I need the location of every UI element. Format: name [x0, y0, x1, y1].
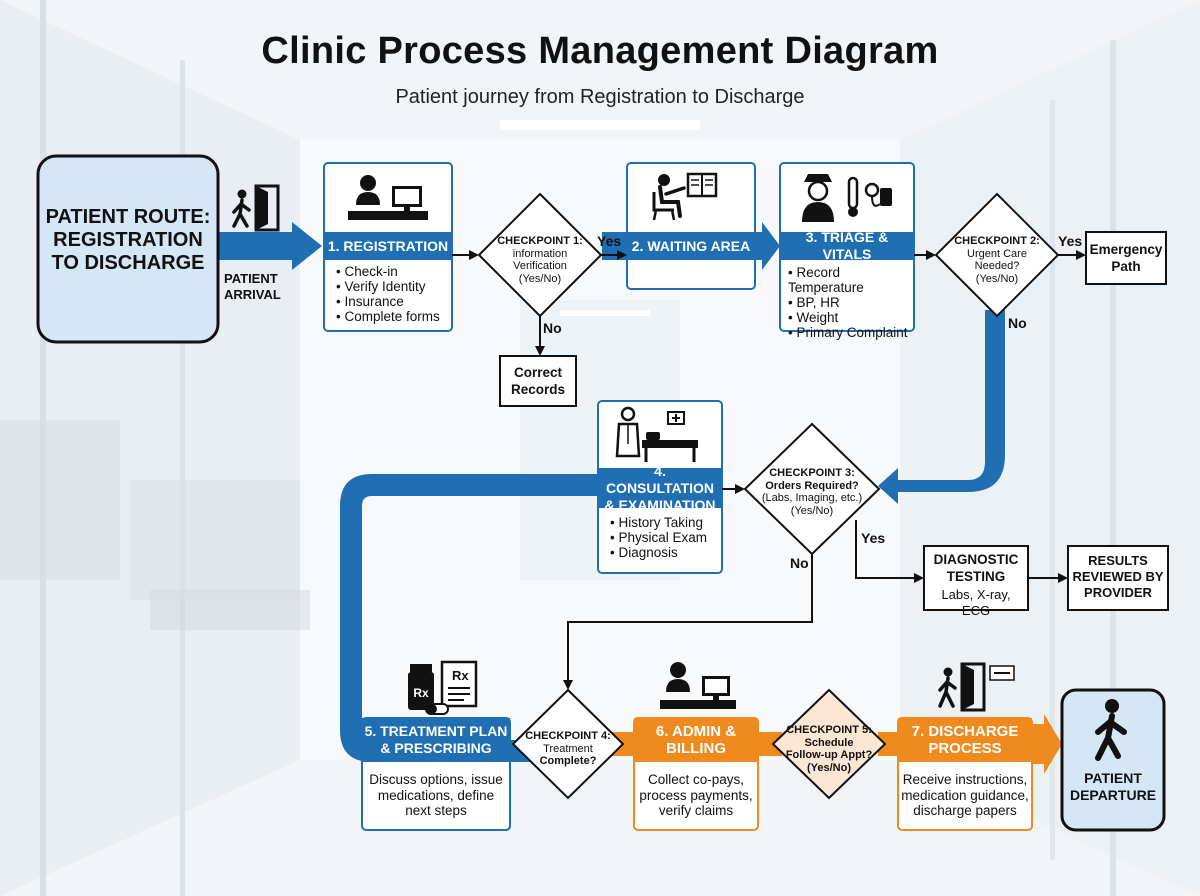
checkpoint-title: CHECKPOINT 3: [769, 467, 855, 479]
emergency-path-label: Emergency Path [1089, 242, 1163, 274]
checkpoint-line: Schedule [804, 736, 854, 749]
checkpoint-5-text: CHECKPOINT 5: Schedule Follow-up Appt? (… [779, 724, 879, 774]
connector-arrows [452, 250, 1086, 690]
checkpoint-title: CHECKPOINT 4: [525, 730, 611, 742]
checkpoint-1-no-label: No [543, 320, 562, 336]
results-reviewed-box [1067, 545, 1169, 611]
page-title: Clinic Process Management Diagram [261, 30, 939, 72]
results-reviewed-label: RESULTS REVIEWED BY PROVIDER [1072, 553, 1164, 600]
start-label: PATIENT ROUTE: REGISTRATION TO DISCHARGE [45, 206, 211, 274]
admin-desk-icon [660, 662, 736, 709]
checkpoint-line: (Yes/No) [518, 272, 562, 285]
step-3-items: Record Temperature BP, HR Weight Primary… [788, 265, 912, 340]
diagnostic-testing-box [923, 545, 1029, 611]
step-1-items: Check-in Verify Identity Insurance Compl… [336, 264, 450, 324]
checkpoint-2-yes-label: Yes [1058, 233, 1083, 249]
step-4-header-bg [598, 468, 722, 508]
step-4-items: History Taking Physical Exam Diagnosis [610, 515, 720, 560]
door-walk-icon [232, 184, 280, 232]
step-1-header-bg [324, 232, 452, 260]
step-7-title: 7. DISCHARGE PROCESS [911, 723, 1019, 757]
prescription-icon: Rx Rx [408, 660, 478, 715]
checkpoint-line: information [512, 247, 568, 260]
checkpoint-line: Complete? [539, 755, 597, 767]
step-2-title: 2. WAITING AREA [631, 237, 751, 254]
step-6-title: 6. ADMIN & BILLING [655, 723, 737, 757]
checkpoint-title: CHECKPOINT 1: [497, 235, 583, 247]
step-7-desc: Receive instructions, medication guidanc… [901, 772, 1029, 818]
checkpoint-4-diamond [511, 688, 625, 800]
correct-records-label: Correct Records [510, 365, 566, 397]
receptionist-icon [348, 175, 428, 220]
step-7-header-bg [898, 718, 1032, 762]
checkpoint-title: CHECKPOINT 5: [786, 724, 872, 736]
exit-walk-icon [938, 662, 1015, 712]
step-1-title: 1. REGISTRATION [327, 237, 449, 254]
step-2-header-bg [627, 232, 755, 260]
page-subtitle: Patient journey from Registration to Dis… [395, 86, 805, 108]
correct-records-box [499, 355, 577, 407]
checkpoint-1-text: CHECKPOINT 1: information Verification (… [484, 235, 596, 285]
checkpoint-3-text: CHECKPOINT 3: Orders Required? (Labs, Im… [752, 467, 872, 517]
start-box [36, 154, 220, 344]
checkpoint-5-diamond [771, 688, 887, 800]
patient-arrival-label: PATIENT ARRIVAL [224, 271, 281, 302]
svg-text:Rx: Rx [452, 668, 469, 683]
list-item: Verify Identity [336, 279, 450, 294]
diagnostic-testing-title: DIAGNOSTIC TESTING [933, 552, 1019, 584]
walking-person-icon [1095, 699, 1127, 761]
checkpoint-line: Urgent Care [967, 247, 1027, 260]
list-item: Physical Exam [610, 530, 720, 545]
svg-text:Rx: Rx [413, 686, 429, 700]
list-item: Weight [788, 310, 912, 325]
checkpoint-3-yes-label: Yes [861, 530, 886, 546]
diagnostic-testing-detail: Labs, X-ray, ECG [941, 587, 1011, 618]
list-item: Diagnosis [610, 545, 720, 560]
checkpoint-2-no-label: No [1008, 315, 1027, 331]
list-item: Check-in [336, 264, 450, 279]
list-item: BP, HR [788, 295, 912, 310]
step-5-title: 5. TREATMENT PLAN & PRESCRIBING [364, 723, 508, 756]
step-5-header-bg [362, 718, 510, 762]
checkpoint-line: Treatment [543, 742, 593, 755]
emergency-path-box [1085, 231, 1167, 285]
checkpoint-3-no-label: No [790, 555, 809, 571]
step-5-desc: Discuss options, issue medications, defi… [369, 772, 503, 818]
checkpoint-line: (Yes/No) [975, 272, 1019, 285]
nurse-icon [802, 174, 892, 222]
step-3-header-bg [780, 232, 914, 260]
end-box [1060, 688, 1166, 832]
checkpoint-2-diamond [934, 192, 1060, 318]
doctor-bed-icon [615, 406, 698, 462]
list-item: History Taking [610, 515, 720, 530]
checkpoint-2-text: CHECKPOINT 2: Urgent Care Needed? (Yes/N… [942, 235, 1052, 285]
checkpoint-line: Orders Required? [765, 479, 859, 492]
checkpoint-1-yes-label: Yes [597, 233, 622, 249]
checkpoint-4-text: CHECKPOINT 4: Treatment Complete? [518, 730, 618, 768]
checkpoint-line: (Yes/No) [790, 504, 834, 517]
checkpoint-line: (Labs, Imaging, etc.) [761, 492, 863, 504]
end-label: PATIENT DEPARTURE [1069, 770, 1157, 803]
list-item: Complete forms [336, 309, 450, 324]
step-6-header-bg [634, 718, 758, 762]
checkpoint-line: Follow-up Appt? [785, 749, 873, 761]
step-6-desc: Collect co-pays, process payments, verif… [639, 772, 753, 818]
checkpoint-line: Verification [513, 260, 567, 272]
checkpoint-line: Needed? [974, 260, 1020, 272]
step-3-title: 3. TRIAGE & VITALS [805, 229, 889, 262]
list-item: Record Temperature [788, 265, 912, 295]
checkpoint-title: CHECKPOINT 2: [954, 235, 1040, 247]
waiting-chair-icon [652, 172, 718, 221]
step-4-title: 4. CONSULTATION & EXAMINATION [604, 462, 716, 513]
list-item: Primary Complaint [788, 325, 912, 340]
checkpoint-line: (Yes/No) [806, 761, 851, 774]
list-item: Insurance [336, 294, 450, 309]
